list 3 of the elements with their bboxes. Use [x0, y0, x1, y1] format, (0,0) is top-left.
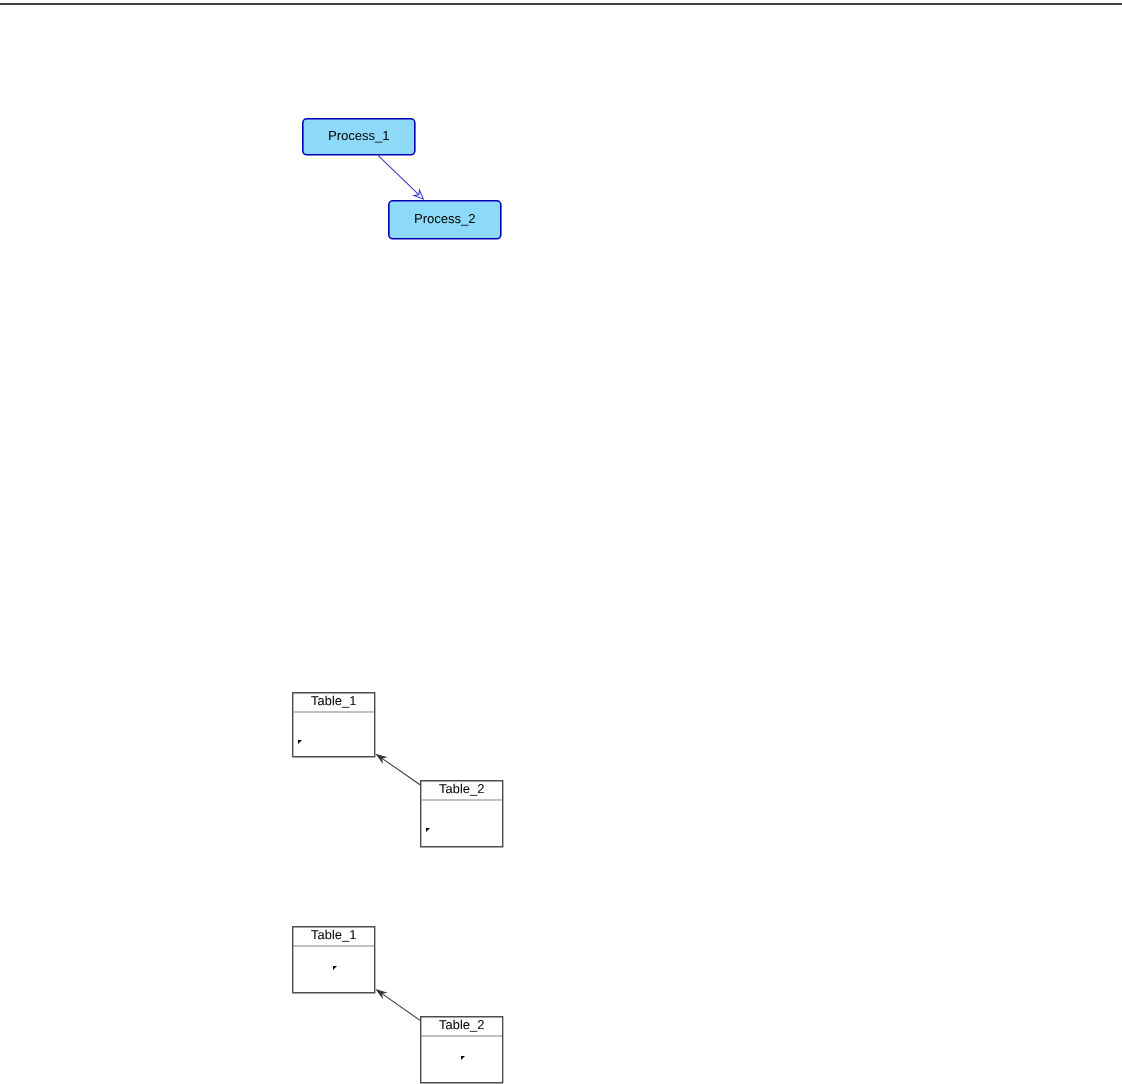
arrow — [377, 155, 424, 200]
arrow — [376, 989, 421, 1021]
arrow — [376, 754, 421, 786]
